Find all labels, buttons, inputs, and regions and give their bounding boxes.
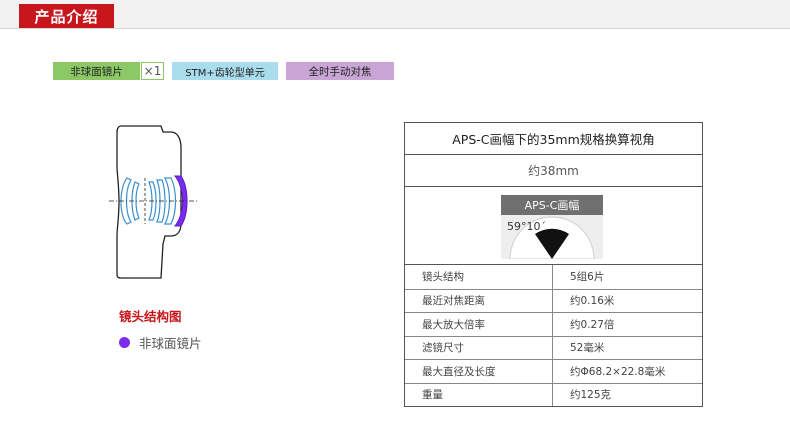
lens-element-3 bbox=[148, 181, 157, 221]
spec-label: 最近对焦距离 bbox=[405, 289, 553, 312]
spec-label: 重量 bbox=[405, 383, 553, 406]
spec-row: 滤镜尺寸 52毫米 bbox=[405, 335, 702, 359]
tag-aspherical: 非球面镜片 bbox=[53, 62, 140, 80]
spec-row: 重量 约125克 bbox=[405, 382, 702, 406]
spec-value: 52毫米 bbox=[570, 342, 605, 355]
legend: 非球面镜片 bbox=[119, 333, 202, 352]
feature-tags: 非球面镜片 ×1 STM+齿轮型单元 全时手动对焦 bbox=[53, 62, 394, 80]
spec-label: 最大放大倍率 bbox=[405, 313, 553, 336]
lens-diagram-svg bbox=[109, 125, 197, 279]
spec-row: 镜头结构 5组6片 bbox=[405, 265, 702, 289]
lens-element-2 bbox=[131, 181, 140, 221]
header-bar: 产品介绍 bbox=[0, 0, 790, 29]
angle-of-view-panel: APS-C画幅 59°10´ bbox=[405, 187, 702, 265]
spec-title: APS-C画幅下的35mm规格换算视角 bbox=[405, 123, 702, 155]
lens-diagram bbox=[105, 118, 210, 288]
spec-row: 最近对焦距离 约0.16米 bbox=[405, 288, 702, 312]
lens-structure-title: 镜头结构图 bbox=[119, 309, 182, 324]
spec-row: 最大放大倍率 约0.27倍 bbox=[405, 312, 702, 336]
spec-label: 滤镜尺寸 bbox=[405, 336, 553, 359]
spec-focal-length: 约38mm bbox=[405, 155, 702, 187]
angle-of-view-graphic bbox=[509, 216, 595, 259]
aspherical-legend-dot bbox=[119, 337, 130, 348]
spec-label: 最大直径及长度 bbox=[405, 360, 553, 383]
spec-table: APS-C画幅下的35mm规格换算视角 约38mm APS-C画幅 59°10´… bbox=[404, 122, 703, 407]
tag-manual-focus: 全时手动对焦 bbox=[286, 62, 394, 80]
angle-value: 59°10´ bbox=[507, 220, 546, 233]
spec-value: 约Φ68.2×22.8毫米 bbox=[570, 365, 666, 378]
spec-value: 约0.27倍 bbox=[570, 318, 615, 331]
angle-header: APS-C画幅 bbox=[501, 195, 603, 215]
spec-label: 镜头结构 bbox=[405, 265, 553, 289]
tag-aspherical-count: ×1 bbox=[141, 62, 164, 80]
spec-value: 5组6片 bbox=[570, 271, 605, 284]
spec-row: 最大直径及长度 约Φ68.2×22.8毫米 bbox=[405, 359, 702, 383]
spec-rows: 镜头结构 5组6片最近对焦距离 约0.16米最大放大倍率 约0.27倍滤镜尺寸 52毫米… bbox=[405, 265, 702, 406]
legend-label: 非球面镜片 bbox=[139, 336, 202, 351]
lens-element-4 bbox=[156, 179, 166, 223]
spec-value: 约125克 bbox=[570, 389, 612, 402]
lens-element-5 bbox=[164, 177, 177, 225]
spec-value: 约0.16米 bbox=[570, 295, 615, 308]
lens-element-1 bbox=[120, 177, 132, 225]
angle-wedge bbox=[535, 228, 569, 259]
section-title: 产品介绍 bbox=[19, 4, 114, 28]
lens-barrel-outline bbox=[116, 125, 182, 279]
aspherical-element bbox=[173, 175, 188, 227]
angle-box: APS-C画幅 59°10´ bbox=[501, 195, 603, 259]
tag-stm: STM+齿轮型单元 bbox=[172, 62, 278, 80]
